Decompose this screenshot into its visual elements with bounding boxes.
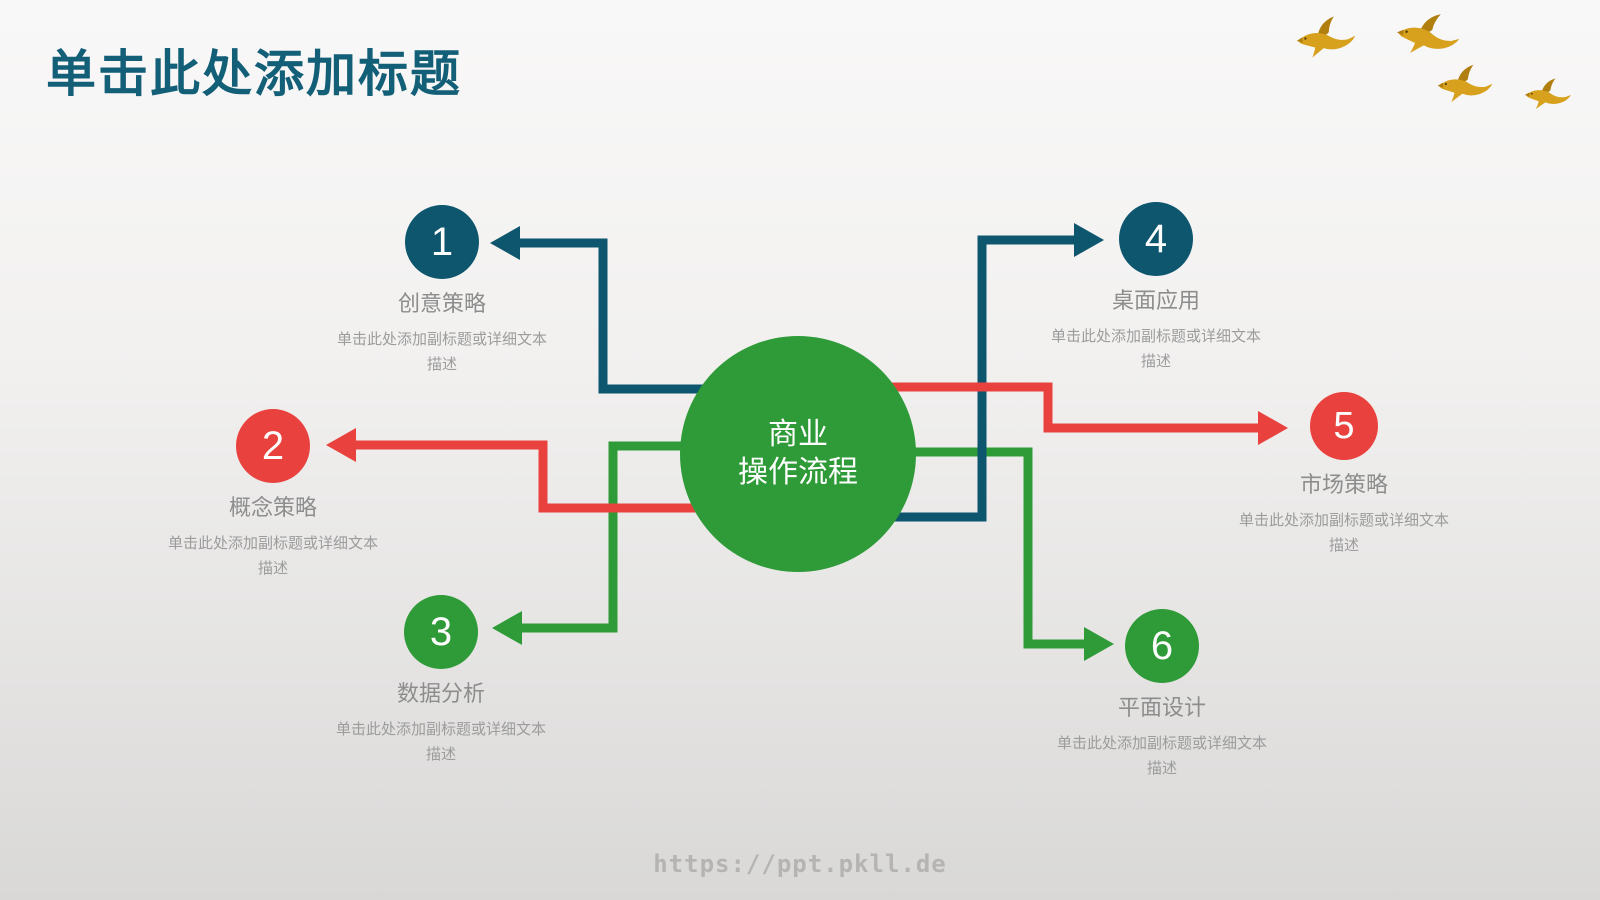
slide-title: 单击此处添加标题 <box>46 46 462 102</box>
step-desc-line: 单击此处添加副标题或详细文本 <box>1050 328 1261 345</box>
step-title: 平面设计 <box>1117 695 1206 720</box>
step-number-badge: 2 <box>236 409 310 483</box>
step-desc-line: 单击此处添加副标题或详细文本 <box>336 331 547 348</box>
step-description: 单击此处添加副标题或详细文本 描述 <box>1016 324 1296 374</box>
step-desc-line: 描述 <box>426 356 457 373</box>
step-number-badge: 3 <box>404 595 478 669</box>
process-item-3: 3 数据分析 单击此处添加副标题或详细文本 描述 <box>301 595 581 767</box>
bird-icon <box>1395 12 1461 56</box>
step-title: 数据分析 <box>396 681 485 706</box>
step-title: 创意策略 <box>397 291 486 316</box>
center-title-line2: 操作流程 <box>738 456 858 489</box>
arrowhead <box>1074 223 1104 257</box>
process-item-6: 6 平面设计 单击此处添加副标题或详细文本 描述 <box>1022 609 1302 781</box>
step-desc-line: 单击此处添加副标题或详细文本 <box>335 721 546 738</box>
process-item-2: 2 概念策略 单击此处添加副标题或详细文本 描述 <box>133 409 413 581</box>
connector-5 <box>798 382 1288 445</box>
center-title-line1: 商业 <box>768 418 828 451</box>
step-number-badge: 5 <box>1310 392 1378 460</box>
step-description: 单击此处添加副标题或详细文本 描述 <box>133 531 413 581</box>
bird-icon <box>1294 13 1358 60</box>
connector-line <box>798 382 1260 433</box>
step-title: 桌面应用 <box>1111 288 1200 313</box>
step-number-badge: 6 <box>1125 609 1199 683</box>
step-desc-line: 描述 <box>1140 353 1171 370</box>
step-desc-line: 单击此处添加副标题或详细文本 <box>1238 512 1449 529</box>
arrowhead <box>1084 627 1114 661</box>
step-desc-line: 单击此处添加副标题或详细文本 <box>167 535 378 552</box>
bird-icon <box>1436 63 1494 104</box>
process-item-4: 4 桌面应用 单击此处添加副标题或详细文本 描述 <box>1016 202 1296 374</box>
step-description: 单击此处添加副标题或详细文本 描述 <box>1022 731 1302 781</box>
step-desc-line: 描述 <box>425 746 456 763</box>
arrowhead <box>326 428 356 462</box>
connector-line <box>354 440 798 513</box>
arrowhead <box>492 611 522 645</box>
step-title: 市场策略 <box>1299 472 1388 497</box>
bird-icon <box>1524 77 1572 110</box>
process-item-5: 5 市场策略 单击此处添加副标题或详细文本 描述 <box>1204 392 1484 558</box>
connector-2 <box>326 428 798 513</box>
step-desc-line: 单击此处添加副标题或详细文本 <box>1056 735 1267 752</box>
watermark: https://ppt.pkll.de <box>653 850 947 878</box>
process-item-1: 1 创意策略 单击此处添加副标题或详细文本 描述 <box>302 205 582 377</box>
step-description: 单击此处添加副标题或详细文本 描述 <box>1204 508 1484 558</box>
step-desc-line: 描述 <box>1328 537 1359 554</box>
step-description: 单击此处添加副标题或详细文本 描述 <box>301 717 581 767</box>
step-title: 概念策略 <box>228 495 317 520</box>
step-desc-line: 描述 <box>257 560 288 577</box>
step-number-badge: 1 <box>405 205 479 279</box>
arrowhead <box>1258 411 1288 445</box>
step-desc-line: 描述 <box>1146 760 1177 777</box>
step-description: 单击此处添加副标题或详细文本 描述 <box>302 327 582 377</box>
center-node: 商业 操作流程 <box>680 336 916 572</box>
step-number-badge: 4 <box>1119 202 1193 276</box>
arrowhead <box>490 226 520 260</box>
